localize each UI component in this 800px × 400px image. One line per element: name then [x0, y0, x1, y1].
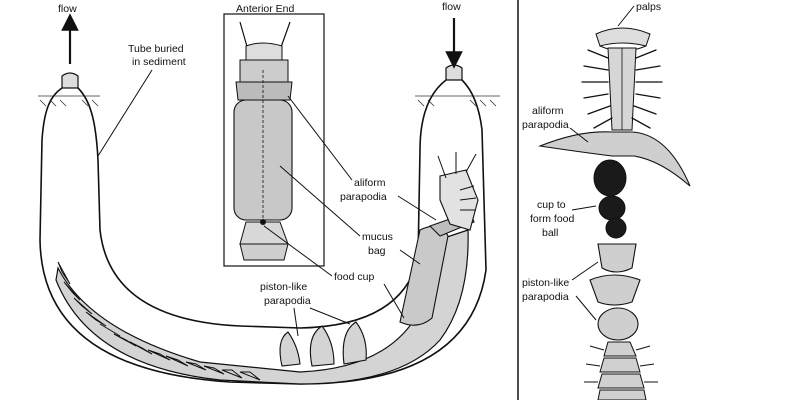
anterior-end-title: Anterior End	[236, 3, 295, 15]
piston-leader-left-a	[293, 307, 299, 337]
palps-leader	[617, 5, 635, 27]
posterior-segments	[57, 261, 261, 381]
aliform-label-right-line2: parapodia	[522, 119, 569, 131]
aliform-label-left-line2: parapodia	[340, 191, 387, 203]
u-tube-outer-wall	[39, 79, 487, 385]
aliform-leader-inset	[287, 95, 353, 181]
worm-posterior-body	[55, 229, 469, 385]
cup-label-line3: ball	[542, 227, 558, 239]
posterior-segments-right	[597, 341, 647, 400]
food-cup-leader-tube	[383, 283, 405, 319]
mucus-bag	[399, 225, 449, 326]
posterior-spines	[584, 345, 658, 383]
dorsal-view-panel: palps aliform parapodia cup to form food…	[522, 1, 691, 400]
aliform-leader-tube	[397, 195, 437, 221]
aliform-wings	[537, 131, 691, 187]
piston-label-left-line1: piston-like	[260, 281, 307, 293]
spine-row-left	[581, 49, 613, 129]
piston-right-leader-a	[571, 261, 599, 281]
aliform-right-leader	[569, 127, 589, 143]
mucus-label-line2: bag	[368, 245, 386, 257]
u-tube-inner-wall	[77, 79, 447, 329]
piston-label-right-line2: parapodia	[522, 291, 569, 303]
sediment-surface-left	[38, 95, 100, 107]
aliform-label-right-line1: aliform	[532, 105, 564, 117]
tube-chimney-left	[61, 72, 79, 89]
cup-label-line2: form food	[530, 213, 575, 225]
piston-label-right-line1: piston-like	[522, 277, 569, 289]
piston-parapodia-left	[279, 321, 367, 367]
mucus-label-line1: mucus	[362, 231, 393, 243]
anterior-bristles	[437, 152, 477, 211]
cup-segments	[593, 159, 627, 239]
mucus-leader-tube	[399, 249, 421, 265]
piston-label-left-line2: parapodia	[264, 295, 311, 307]
u-tube-panel: flow flow Tube buried in sediment Anteri…	[38, 1, 500, 385]
aliform-label-left-line1: aliform	[354, 177, 386, 189]
spine-row-right	[631, 49, 663, 129]
flow-label-right: flow	[442, 1, 461, 13]
anterior-worm-detail	[233, 21, 293, 261]
tube-leader	[97, 69, 153, 157]
cup-label-line1: cup to	[537, 199, 566, 211]
palps-label: palps	[636, 1, 661, 13]
cup-leader	[571, 205, 597, 211]
tube-label-line1: Tube buried	[128, 43, 184, 55]
piston-parapodia-right	[589, 243, 641, 341]
piston-leader-left-b	[309, 307, 351, 325]
tube-label-line2: in sediment	[132, 56, 186, 68]
mucus-leader-inset	[279, 165, 361, 237]
food-cup-label: food cup	[334, 271, 374, 283]
flow-label-left: flow	[58, 3, 77, 15]
piston-right-leader-b	[575, 295, 597, 321]
food-cup-leader-inset	[263, 225, 333, 277]
worm-anterior-tube	[439, 169, 479, 231]
tube-chimney-right	[445, 64, 463, 81]
